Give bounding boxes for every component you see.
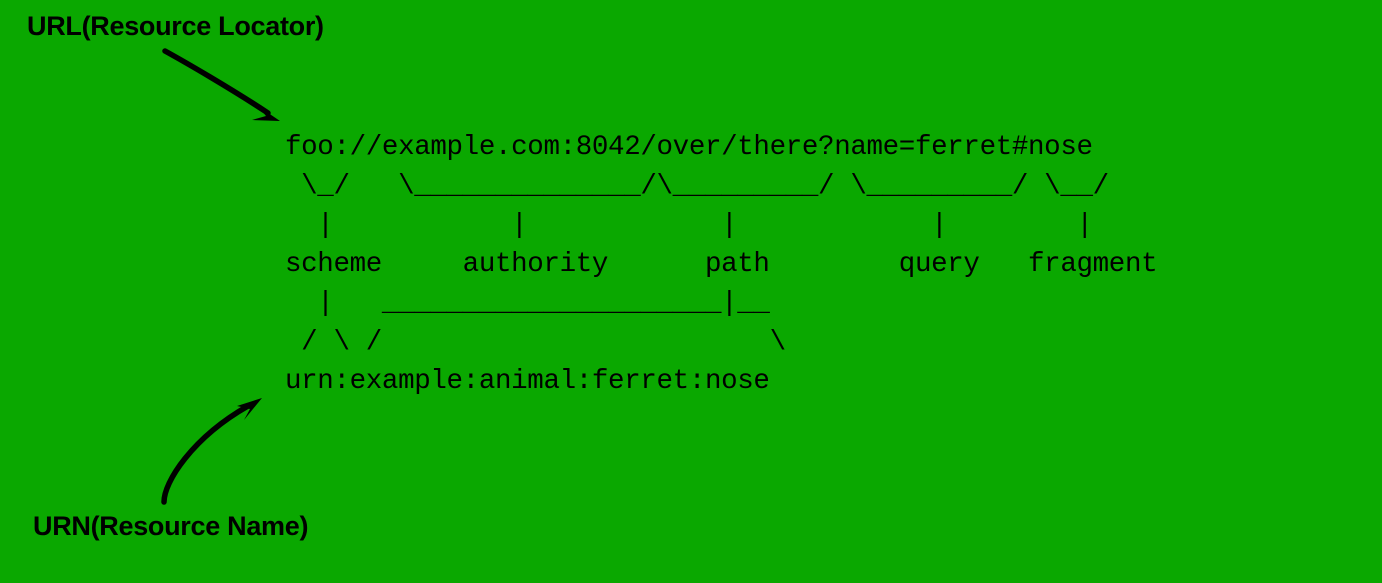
url-callout-label: URL(Resource Locator)	[27, 11, 324, 41]
uri-component-labels-line: scheme authority path query fragment	[285, 249, 1158, 280]
urn-example-line: urn:example:animal:ferret:nose	[285, 366, 770, 397]
url-callout-arrow-icon	[162, 48, 280, 121]
urn-callout-label: URN(Resource Name)	[33, 511, 309, 541]
uri-bracket-line: \_/ \______________/\_________/ \_______…	[285, 171, 1109, 202]
urn-callout-arrow-icon	[161, 398, 262, 505]
uri-connector-line: | | | | |	[285, 210, 1093, 241]
urn-connector-line: | _____________________|__	[285, 288, 770, 319]
uri-example-line: foo://example.com:8042/over/there?name=f…	[285, 132, 1093, 163]
urn-bracket-line: / \ / \	[285, 327, 786, 358]
uri-syntax-ascii-art: foo://example.com:8042/over/there?name=f…	[285, 128, 1158, 401]
